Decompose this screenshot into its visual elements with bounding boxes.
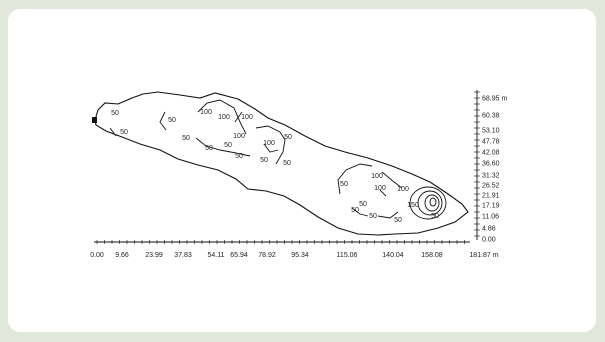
x-tick-group: 0.00 9.66 23.99 37.83 54.11 65.94 78.92 95.34 11… — [90, 240, 499, 259]
contour-peak — [429, 197, 437, 207]
x-tick-label: 65.94 — [230, 252, 248, 259]
contour-peak — [424, 194, 440, 212]
y-tick-label: 47.78 — [482, 139, 500, 146]
contour-line — [197, 99, 247, 135]
contour-value-label: 50 — [351, 207, 359, 214]
contour-value-label: 50 — [224, 142, 232, 149]
x-tick-label: 54.11 — [208, 252, 225, 259]
contour-value-label: 50 — [168, 117, 176, 124]
x-tick-label: 95.34 — [291, 252, 309, 259]
y-tick-label: 26.52 — [482, 183, 500, 190]
contour-value-label: 50 — [260, 157, 268, 164]
x-tick-label: 78.92 — [258, 252, 276, 259]
contour-value-label: 50 — [111, 110, 119, 117]
contour-value-label: 50 — [284, 134, 292, 141]
contour-line — [109, 127, 117, 137]
contour-value-label: 50 — [182, 135, 190, 142]
y-tick-label: 68.95 m — [482, 96, 507, 103]
y-tick-label: 31.32 — [482, 173, 500, 180]
contour-line — [263, 143, 279, 153]
x-axis: 0.00 9.66 23.99 37.83 54.11 65.94 78.92 95.34 11… — [90, 240, 499, 259]
contour-value-label: 150 — [407, 202, 419, 209]
y-tick-label: 17.19 — [482, 203, 500, 210]
outline-contour — [94, 91, 469, 236]
contour-peak — [409, 186, 447, 220]
y-tick-label: 0.00 — [482, 237, 496, 244]
contour-value-label: 100 — [233, 133, 245, 140]
contour-value-label: 50 — [283, 160, 291, 167]
contour-value-label: 50 — [120, 129, 128, 136]
y-tick-label: 11.06 — [482, 214, 499, 221]
y-tick-label: 21.91 — [482, 193, 500, 200]
y-tick-label: 53.10 — [482, 128, 500, 135]
contour-line — [195, 137, 251, 157]
contour-value-label: 100 — [374, 185, 386, 192]
diagram-card — [8, 9, 596, 332]
contour-value-label: 50 — [205, 145, 213, 152]
x-tick-label: 0.00 — [90, 252, 104, 259]
contour-label-group: 5050505010010010010050505050501005050100… — [111, 109, 439, 224]
contour-value-label: 50 — [359, 201, 367, 208]
x-tick-label: 37.83 — [174, 252, 192, 259]
contour-value-label: 100 — [241, 114, 253, 121]
y-tick-label: 4.86 — [482, 226, 496, 233]
contour-value-label: 100 — [200, 109, 212, 116]
x-tick-label: 158.08 — [421, 252, 443, 259]
contour-line — [159, 111, 167, 131]
x-tick-label: 115.06 — [337, 252, 358, 259]
y-tick-label: 36.60 — [482, 161, 500, 168]
y-axis: 68.95 m 60.38 53.10 47.78 42.08 36.60 31.32 26.… — [474, 90, 507, 244]
contour-line — [351, 207, 369, 217]
contour-value-label: 50 — [431, 213, 439, 220]
x-tick-label: 181.87 m — [469, 252, 498, 259]
contour-line — [337, 163, 373, 195]
contour-peak — [417, 190, 443, 216]
y-tick-group: 68.95 m 60.38 53.10 47.78 42.08 36.60 31.32 26.… — [474, 91, 507, 244]
x-tick-label: 140.04 — [382, 252, 404, 259]
x-tick-label: 9.66 — [115, 252, 129, 259]
contour-line — [381, 171, 403, 189]
contour-line — [379, 189, 387, 197]
contour-line — [377, 211, 399, 219]
contour-value-label: 100 — [218, 114, 230, 121]
contour-line — [234, 111, 243, 123]
contour-line — [255, 125, 286, 165]
contour-value-label: 50 — [340, 181, 348, 188]
contour-value-label: 100 — [397, 186, 409, 193]
contour-value-label: 50 — [394, 217, 402, 224]
y-tick-label: 42.08 — [482, 150, 500, 157]
contour-value-label: 50 — [369, 213, 377, 220]
contour-value-label: 100 — [371, 173, 383, 180]
contour-value-label: 50 — [235, 153, 243, 160]
y-tick-label: 60.38 — [482, 113, 500, 120]
contour-value-label: 100 — [263, 140, 275, 147]
x-tick-label: 23.99 — [145, 252, 163, 259]
start-marker — [92, 117, 97, 123]
